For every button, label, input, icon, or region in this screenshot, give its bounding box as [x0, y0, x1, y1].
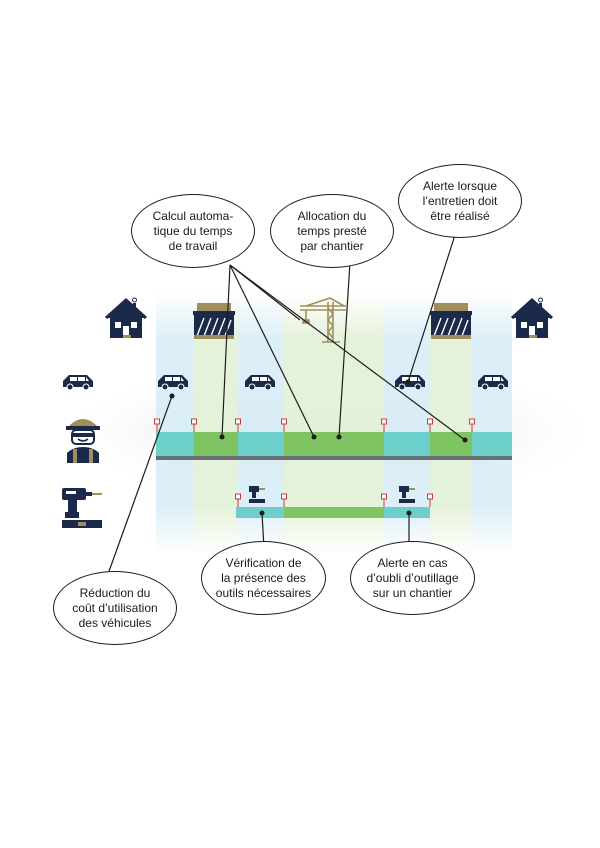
callout-text: Alerte lorsque l’entretien doit être réa… [422, 178, 498, 223]
building-site-icon [192, 302, 236, 340]
connector-dots [169, 379, 468, 516]
segment-travel [472, 432, 512, 456]
segment-tool-worksite [284, 507, 384, 518]
crane-icon [300, 297, 346, 343]
timeline-track [156, 456, 512, 460]
segment-travel [156, 432, 194, 456]
callout-text: Réduction du coût d’utilisation des véhi… [72, 585, 158, 630]
band-home-right [472, 292, 512, 554]
callout-text: Allocation du temps presté par chantier [297, 208, 367, 253]
tool-markers [235, 493, 433, 507]
house-icon [510, 296, 554, 340]
drill-and-level-icon [62, 488, 102, 528]
work-timeline [156, 432, 512, 460]
tool-timeline [236, 507, 430, 518]
house-icon [104, 296, 148, 340]
segment-worksite [430, 432, 472, 456]
timeline-markers [154, 418, 475, 432]
segment-worksite [194, 432, 238, 456]
callout-reduction-cout: Réduction du coût d’utilisation des véhi… [53, 571, 177, 645]
callout-text: Calcul automa- tique du temps de travail [152, 208, 234, 253]
callout-allocation-temps: Allocation du temps presté par chantier [270, 194, 394, 268]
callout-verification-outils: Vérification de la présence des outils n… [201, 541, 326, 615]
segment-travel [238, 432, 284, 456]
callout-text: Vérification de la présence des outils n… [215, 555, 312, 600]
building-site-icon [429, 302, 473, 340]
callout-alerte-oubli: Alerte en cas d’oubli d’outillage sur un… [350, 541, 475, 615]
van-icon [62, 374, 94, 391]
drill-and-level-icon [249, 486, 265, 503]
drill-and-level-icon [399, 486, 415, 503]
callout-text: Alerte en cas d’oubli d’outillage sur un… [366, 555, 459, 600]
worker-icon [66, 419, 100, 463]
callout-alerte-entretien: Alerte lorsque l’entretien doit être réa… [398, 164, 522, 238]
segment-travel [384, 432, 430, 456]
segment-worksite [284, 432, 384, 456]
callout-calcul-temps: Calcul automa- tique du temps de travail [131, 194, 255, 268]
